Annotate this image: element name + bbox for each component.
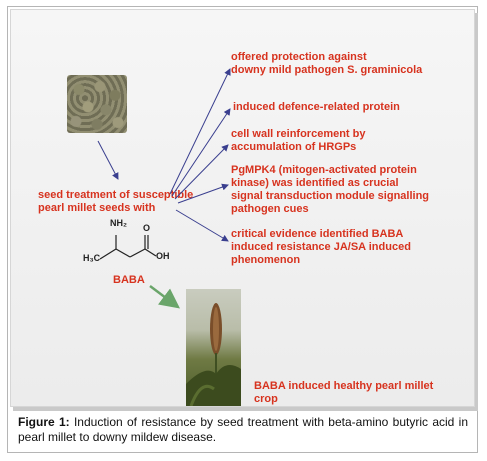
effect-defence-protein: induced defence-related protein xyxy=(233,101,400,113)
effect-ja-sa: critical evidence identified BABA induce… xyxy=(231,228,411,266)
caption-label: Figure 1: xyxy=(18,415,70,429)
arrow-baba-to-crop xyxy=(149,285,180,309)
carbonyl-oxygen-label: O xyxy=(143,223,151,233)
arrow-seeds-to-treatment xyxy=(97,140,119,180)
seed-treatment-line1: seed treatment of susceptible xyxy=(38,189,194,201)
baba-structure-diagram xyxy=(99,235,157,260)
amine-group-label: NH₂ xyxy=(110,218,127,228)
caption-text: Induction of resistance by seed treatmen… xyxy=(18,415,468,444)
millet-seeds-image xyxy=(67,75,127,133)
seed-treatment-line2: pearl millet seeds with xyxy=(38,202,156,214)
figure-caption: Figure 1: Induction of resistance by see… xyxy=(18,415,468,445)
arrow-to-cell-wall xyxy=(174,144,229,200)
arrow-to-defence-protein xyxy=(171,108,231,197)
arrow-to-pgmpk4 xyxy=(177,183,229,204)
methyl-group-label: H₃C xyxy=(83,253,101,263)
effect-protection: offered protection against downy mild pa… xyxy=(231,51,423,76)
arrows-layer xyxy=(97,68,231,309)
arrow-to-protection xyxy=(169,68,231,195)
effect-pgmpk4: PgMPK4 (mitogen-activated protein kinase… xyxy=(231,164,430,215)
pearl-millet-crop-image xyxy=(186,289,241,406)
baba-label: BABA xyxy=(113,274,145,286)
result-healthy-crop: BABA induced healthy pearl millet crop xyxy=(254,380,434,405)
arrow-to-ja-sa xyxy=(175,209,229,242)
effect-cell-wall: cell wall reinforcement by accumulation … xyxy=(231,128,366,153)
hydroxyl-group-label: OH xyxy=(156,251,170,261)
